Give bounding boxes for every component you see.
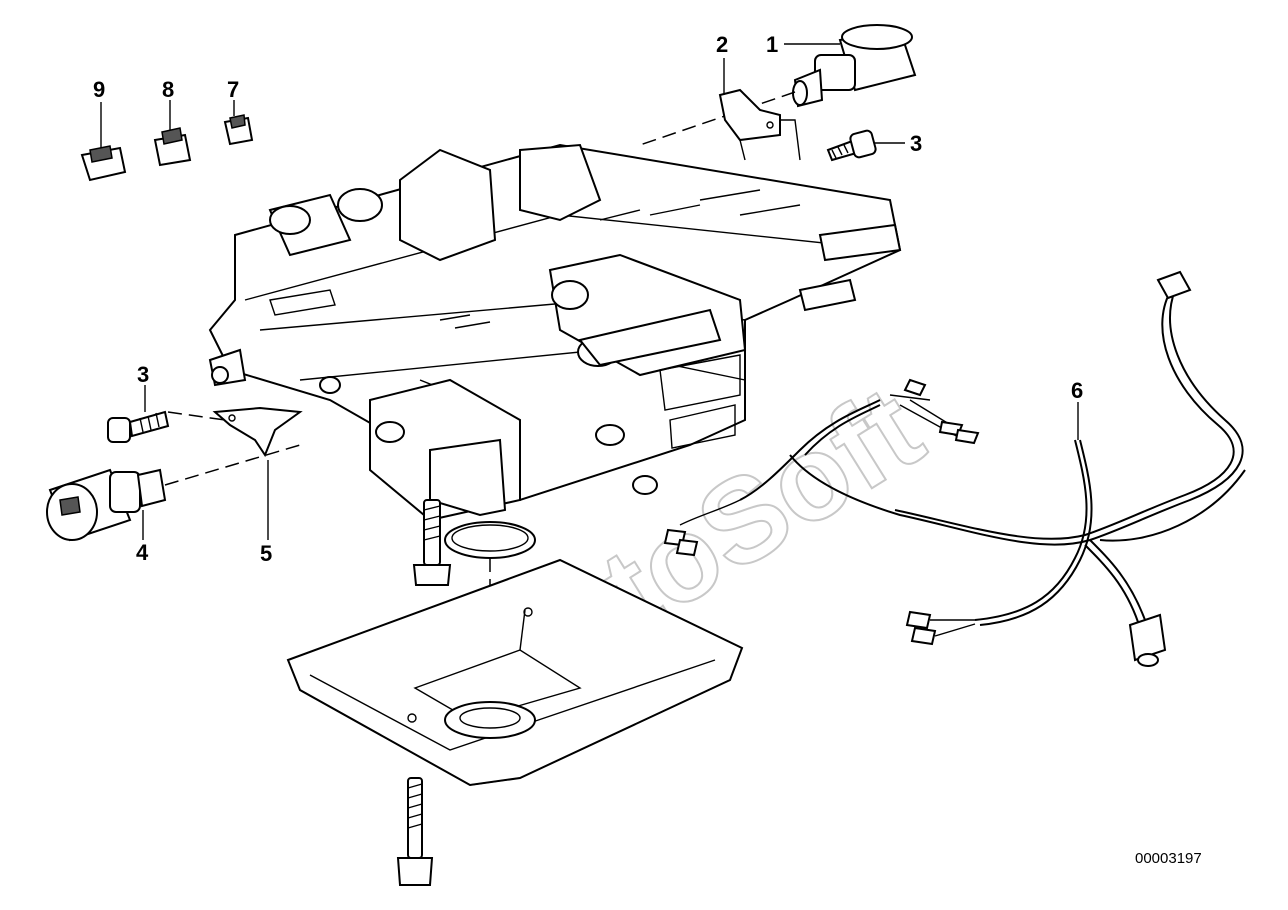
callout-1: 1 (766, 32, 778, 57)
clip-7 (223, 114, 254, 146)
valve-body (208, 143, 902, 522)
diagram-part-number: 00003197 (1135, 850, 1202, 867)
bolt-lower (396, 777, 434, 886)
oil-filter (286, 558, 744, 787)
callout-6: 6 (1071, 378, 1083, 403)
clip-9 (80, 145, 127, 182)
solenoid-valve-1 (792, 24, 917, 108)
callout-7: 7 (227, 77, 239, 102)
callout-2: 2 (716, 32, 728, 57)
callout-3: 3 (137, 362, 149, 387)
leader-line (780, 119, 801, 161)
bolt-3-left (107, 410, 170, 443)
solenoid-valve-4 (46, 468, 167, 542)
o-ring (444, 521, 536, 559)
bolt-3-top (826, 129, 877, 162)
callout-9: 9 (93, 77, 105, 102)
leader-line (164, 444, 301, 486)
callout-4: 4 (136, 540, 149, 565)
callout-3: 3 (910, 131, 922, 156)
callout-8: 8 (162, 77, 174, 102)
clip-8 (153, 127, 192, 167)
leader-line (167, 411, 226, 421)
bracket-2 (718, 88, 781, 161)
callout-5: 5 (260, 541, 272, 566)
bracket-5 (212, 406, 303, 458)
bolt-upper (412, 499, 452, 586)
leader-line (639, 91, 796, 146)
wiring-harness-6 (663, 270, 1246, 667)
